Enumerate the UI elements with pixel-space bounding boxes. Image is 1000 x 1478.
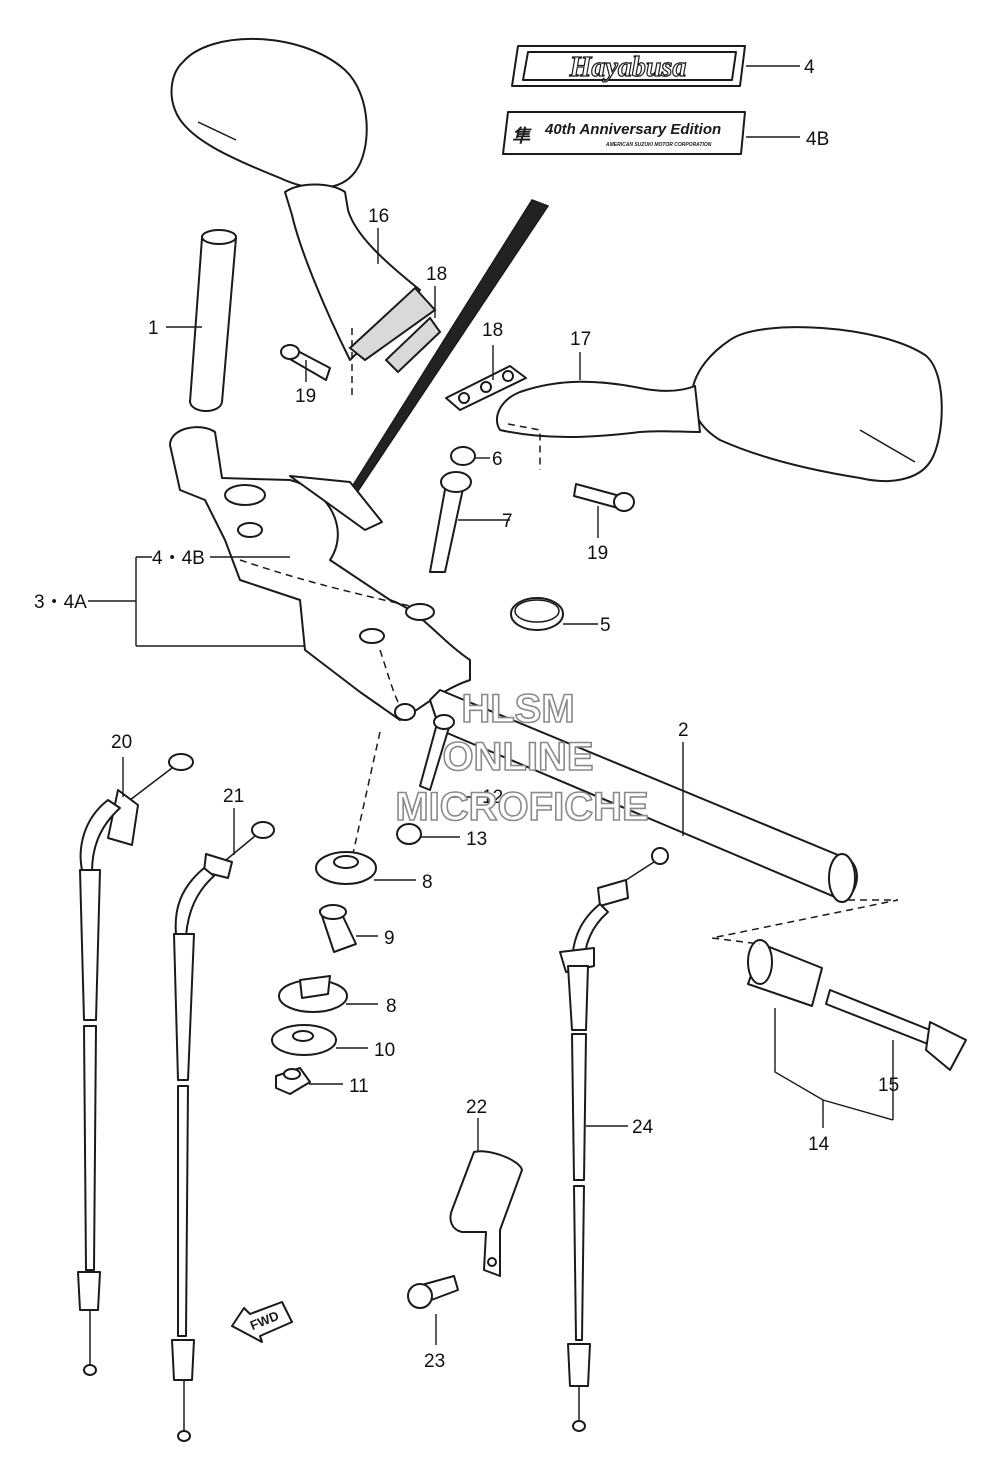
emblem-anniversary-part: 40th Anniversary Edition AMERICAN SUZUKI… xyxy=(502,111,746,155)
handlebar-pipe-part xyxy=(429,689,858,903)
nut-11-part xyxy=(275,1067,311,1095)
callout-24: 24 xyxy=(632,1117,654,1138)
callout-21: 21 xyxy=(223,786,244,807)
grip-part xyxy=(189,229,237,412)
damper-8-lower-part xyxy=(278,975,348,1013)
watermark-line-2: ONLINE xyxy=(442,735,593,779)
bolt-12-part xyxy=(419,714,455,791)
forward-arrow-icon: FWD xyxy=(231,1301,293,1343)
callout-17: 17 xyxy=(570,329,591,350)
callout-19-left: 19 xyxy=(295,386,316,407)
bolt-19-right-part xyxy=(573,483,635,512)
callout-14: 14 xyxy=(808,1134,830,1155)
damper-8-upper-part xyxy=(315,851,377,885)
right-mirror-part xyxy=(495,326,943,482)
bar-end-weight-part xyxy=(747,939,823,1007)
emblem-hayabusa-text: Hayabusa xyxy=(569,52,687,83)
callout-23: 23 xyxy=(424,1351,445,1372)
cap-13-part xyxy=(396,823,422,845)
callout-18-left: 18 xyxy=(426,264,447,285)
cap-6-part xyxy=(450,446,476,466)
callout-4B: 4B xyxy=(806,129,829,150)
emblem-anniversary-subline: AMERICAN SUZUKI MOTOR CORPORATION xyxy=(605,142,712,148)
bar-end-alignment-line xyxy=(711,899,899,945)
cable-clamp-22-part xyxy=(449,1150,523,1277)
suzuki-kanji-mark: 隼 xyxy=(512,126,532,146)
callout-10: 10 xyxy=(374,1040,395,1061)
callout-18-right: 18 xyxy=(482,320,503,341)
spacer-18-right-part xyxy=(445,365,527,411)
callout-3-4A: 3・4A xyxy=(34,592,87,613)
leader-lines xyxy=(88,65,894,1345)
callout-2: 2 xyxy=(678,720,689,741)
clutch-cable-24-part xyxy=(559,847,669,1432)
callout-1: 1 xyxy=(148,318,159,339)
callout-8-upper: 8 xyxy=(422,872,433,893)
callout-20: 20 xyxy=(111,732,132,753)
callout-15: 15 xyxy=(878,1075,899,1096)
emblem-anniversary-text: 40th Anniversary Edition xyxy=(544,121,721,138)
callout-labels: 4 4B 16 18 1 19 18 17 6 7 19 4・4B 3・4A 5… xyxy=(34,57,899,1372)
bolt-23-part xyxy=(407,1275,459,1309)
callout-12: 12 xyxy=(482,787,503,808)
washer-10-part xyxy=(271,1024,337,1056)
left-mirror-part xyxy=(170,38,442,396)
callout-4: 4 xyxy=(804,57,815,78)
callout-13: 13 xyxy=(466,829,487,850)
callout-5: 5 xyxy=(600,615,611,636)
throttle-cable-21-part xyxy=(171,821,275,1442)
mount-axis-line xyxy=(351,731,381,859)
emblem-hayabusa-part: Hayabusa xyxy=(511,45,746,87)
watermark: HLSM ONLINE MICROFICHE xyxy=(395,686,650,830)
bolt-19-left-part xyxy=(280,344,331,381)
callout-19-right: 19 xyxy=(587,543,608,564)
bracket-emblem-plate xyxy=(289,475,383,531)
throttle-cable-20-part xyxy=(77,753,194,1376)
bolt-7-part xyxy=(429,471,472,573)
watermark-line-3: MICROFICHE xyxy=(395,785,648,829)
callout-9: 9 xyxy=(384,928,395,949)
callout-11: 11 xyxy=(349,1076,369,1097)
callout-7: 7 xyxy=(502,511,513,532)
callout-4-4B: 4・4B xyxy=(152,548,205,569)
bar-end-screw-part xyxy=(825,989,967,1071)
watermark-line-1: HLSM xyxy=(461,687,574,731)
callout-6: 6 xyxy=(492,449,503,470)
collar-9-part xyxy=(319,904,357,953)
callout-16: 16 xyxy=(368,206,389,227)
callout-8-lower: 8 xyxy=(386,996,397,1017)
handlebar-bracket-part xyxy=(169,426,471,721)
callout-22: 22 xyxy=(466,1097,487,1118)
cap-5-part xyxy=(510,597,564,631)
